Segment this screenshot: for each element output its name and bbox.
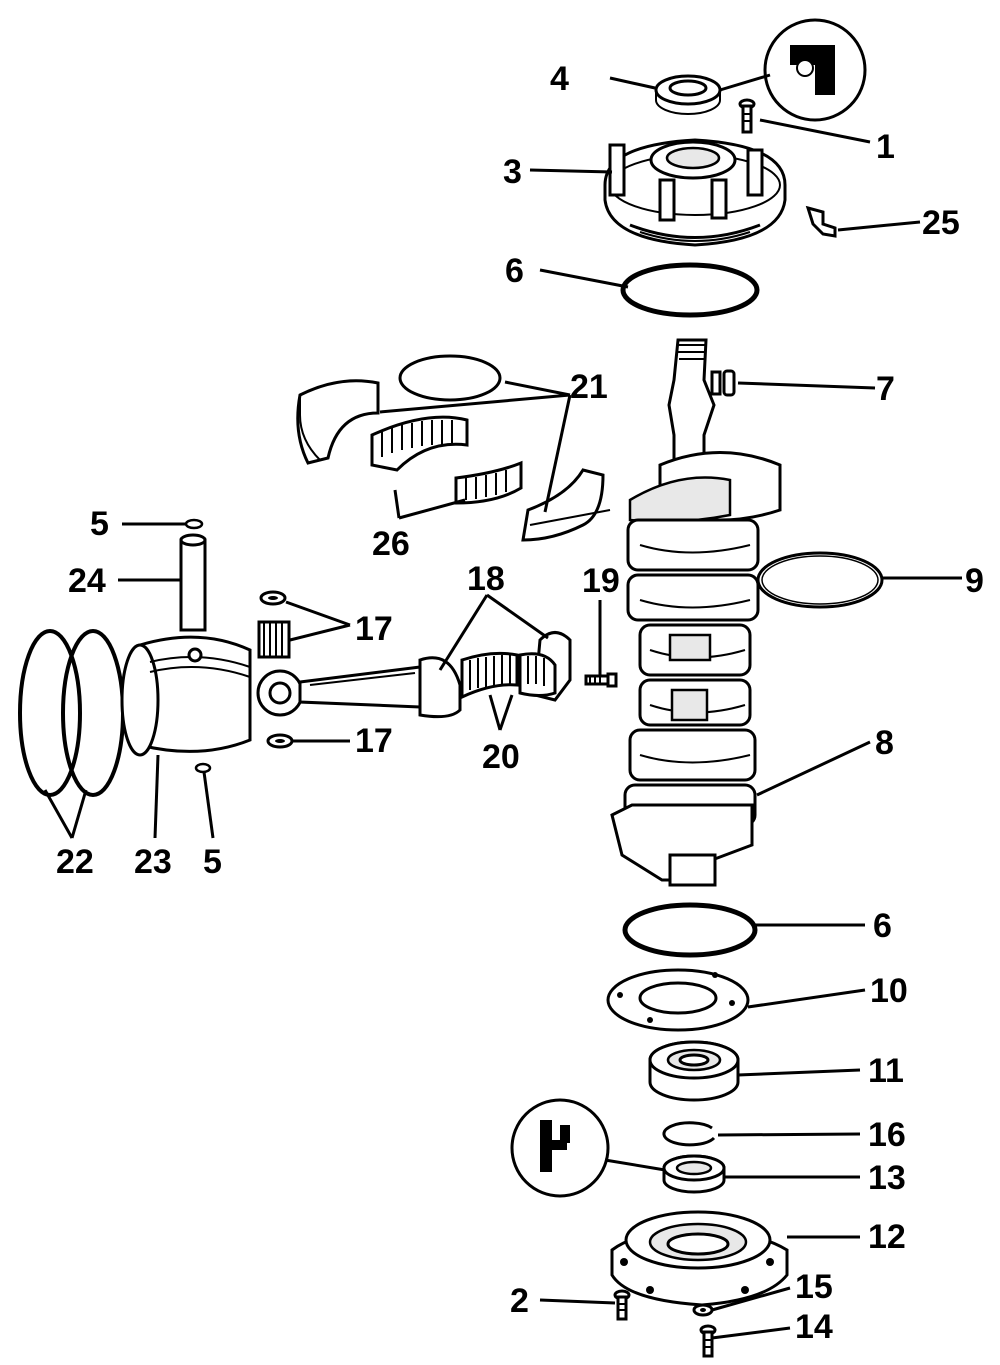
label-5-bottom: 5	[203, 843, 222, 881]
ball-bearing-part-11	[648, 1040, 740, 1102]
plate-part-10	[606, 968, 750, 1032]
label-13: 13	[868, 1159, 906, 1197]
label-15: 15	[795, 1268, 833, 1306]
label-11: 11	[868, 1052, 904, 1090]
retainer-clip-top-part-5	[184, 518, 204, 530]
label-12: 12	[868, 1218, 906, 1256]
label-14: 14	[795, 1308, 833, 1346]
o-ring-lower-part-6	[622, 902, 758, 958]
needle-bearing-part-17	[257, 620, 291, 659]
label-6-upper: 6	[505, 252, 524, 290]
label-16: 16	[868, 1116, 906, 1154]
label-18: 18	[467, 560, 505, 598]
label-4: 4	[550, 60, 569, 98]
needle-cage-upper-part-26	[370, 415, 469, 472]
label-1: 1	[876, 128, 895, 166]
piston-ring-part-22	[18, 629, 125, 797]
bearing-race-lower-part-21	[521, 468, 611, 542]
screw-part-19	[584, 672, 618, 688]
label-10: 10	[870, 972, 908, 1010]
needle-cage-lower-part-26	[454, 460, 523, 505]
snap-ring-part-16	[662, 1121, 716, 1147]
bearing-race-upper-part-21	[296, 379, 380, 465]
ring-part-9	[756, 551, 884, 609]
seal-part-4	[654, 74, 722, 115]
retainer-clip-bottom-part-5	[194, 762, 212, 774]
part-labels: 4 1 3 25 6 7 21 26 5 24 18 19 9 17 17 20…	[56, 60, 984, 1346]
key-part-7	[722, 369, 736, 397]
label-5-top: 5	[90, 505, 109, 543]
screw-part-14	[699, 1324, 717, 1358]
label-25: 25	[922, 204, 960, 242]
label-20: 20	[482, 738, 520, 776]
screw-part-2	[613, 1289, 631, 1321]
screw-part-1	[738, 98, 756, 134]
clip-part-25	[805, 205, 837, 238]
label-17-top: 17	[355, 610, 393, 648]
label-23: 23	[134, 843, 172, 881]
seal-part-13	[662, 1154, 726, 1194]
label-3: 3	[503, 153, 522, 191]
upper-bearing-housing-part-3	[603, 138, 787, 247]
label-8: 8	[875, 724, 894, 762]
washer-bottom-part-17	[266, 733, 294, 749]
retaining-ring-part-21	[398, 354, 502, 402]
crankshaft-part-8	[610, 338, 782, 887]
needle-cage-part-20	[460, 651, 557, 700]
leader-lines	[43, 76, 962, 1340]
piston-part-23	[120, 635, 252, 757]
label-22: 22	[56, 843, 94, 881]
label-26: 26	[372, 525, 410, 563]
label-21: 21	[570, 368, 608, 406]
label-6-lower: 6	[873, 907, 892, 945]
washer-top-part-17	[259, 590, 287, 606]
piston-pin-part-24	[179, 533, 207, 632]
lower-bearing-housing-part-12	[610, 1210, 789, 1307]
label-2: 2	[510, 1282, 529, 1320]
o-ring-upper-part-6	[620, 262, 760, 318]
label-19: 19	[582, 562, 620, 600]
label-24: 24	[68, 562, 106, 600]
washer-part-15	[692, 1303, 714, 1317]
seal-detail-callout-lower	[510, 1098, 666, 1198]
seal-detail-callout	[719, 18, 867, 122]
label-9: 9	[965, 562, 984, 600]
label-17-bottom: 17	[355, 722, 393, 760]
label-7: 7	[876, 370, 895, 408]
